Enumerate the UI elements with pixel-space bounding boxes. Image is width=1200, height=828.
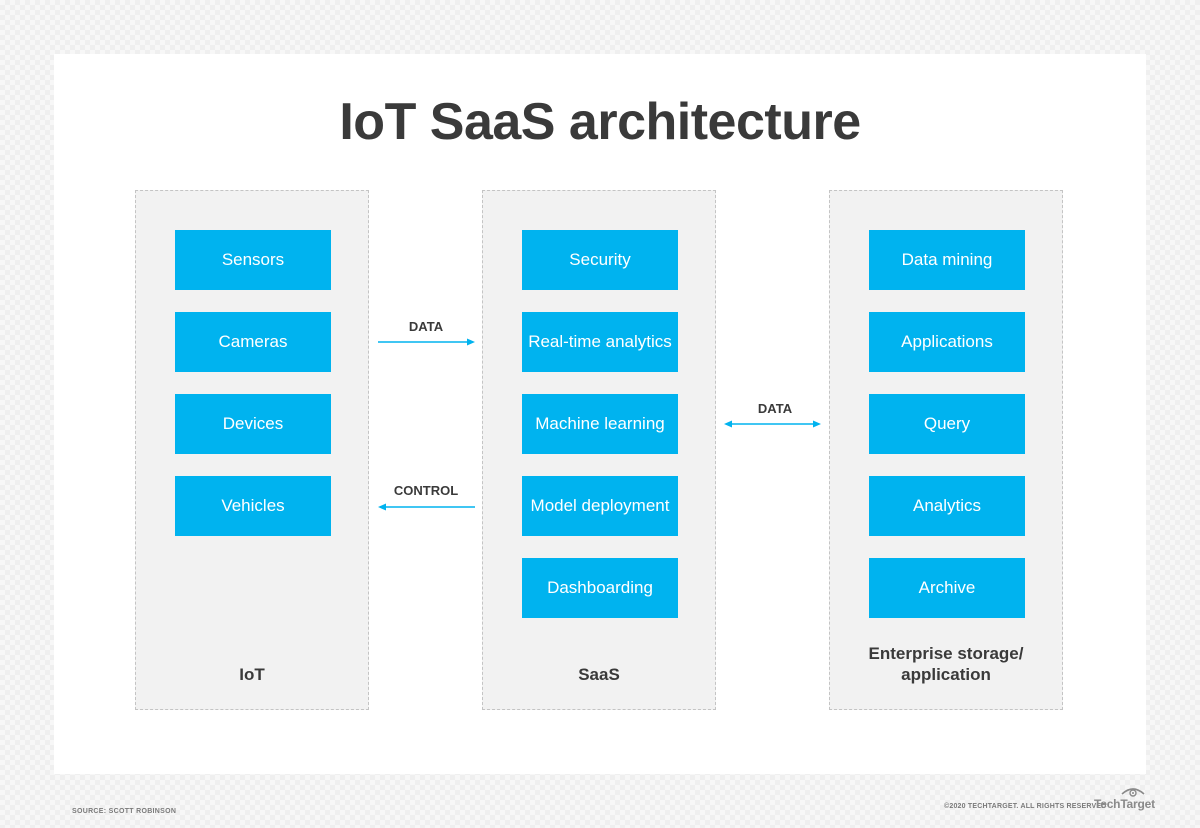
iot-item-vehicles: Vehicles bbox=[175, 476, 331, 536]
brand-logo-text: TechTarget bbox=[1094, 797, 1155, 811]
iot-item-sensors: Sensors bbox=[175, 230, 331, 290]
saas-column-label: SaaS bbox=[578, 665, 620, 684]
enterprise-item-data-mining: Data mining bbox=[869, 230, 1025, 290]
iot-item-devices: Devices bbox=[175, 394, 331, 454]
saas-item-machine-learning: Machine learning bbox=[522, 394, 678, 454]
saas-item-security: Security bbox=[522, 230, 678, 290]
iot-column-label: IoT bbox=[239, 665, 265, 684]
enterprise-item-query: Query bbox=[869, 394, 1025, 454]
enterprise-item-archive: Archive bbox=[869, 558, 1025, 618]
enterprise-column-label: Enterprise storage/ application bbox=[829, 643, 1063, 685]
enterprise-item-analytics: Analytics bbox=[869, 476, 1025, 536]
control-arrow-saas-to-iot bbox=[378, 503, 475, 511]
saas-item-realtime-analytics: Real-time analytics bbox=[522, 312, 678, 372]
copyright-notice: ©2020 TECHTARGET. ALL RIGHTS RESERVED bbox=[944, 803, 1107, 810]
enterprise-label-line-1: Enterprise storage/ bbox=[868, 644, 1024, 663]
iot-item-cameras: Cameras bbox=[175, 312, 331, 372]
enterprise-label-line-2: application bbox=[901, 665, 991, 684]
saas-item-dashboarding: Dashboarding bbox=[522, 558, 678, 618]
enterprise-item-applications: Applications bbox=[869, 312, 1025, 372]
saas-item-model-deployment: Model deployment bbox=[522, 476, 678, 536]
data-arrow-iot-to-saas bbox=[378, 338, 475, 346]
arrow-label-control: CONTROL bbox=[393, 483, 459, 498]
data-arrow-bidirectional bbox=[724, 420, 821, 428]
arrow-label-data-2: DATA bbox=[757, 401, 793, 416]
eye-icon bbox=[1121, 788, 1145, 797]
diagram-title: IoT SaaS architecture bbox=[339, 93, 861, 151]
arrow-label-data-1: DATA bbox=[408, 319, 444, 334]
source-credit: SOURCE: SCOTT ROBINSON bbox=[72, 808, 177, 815]
